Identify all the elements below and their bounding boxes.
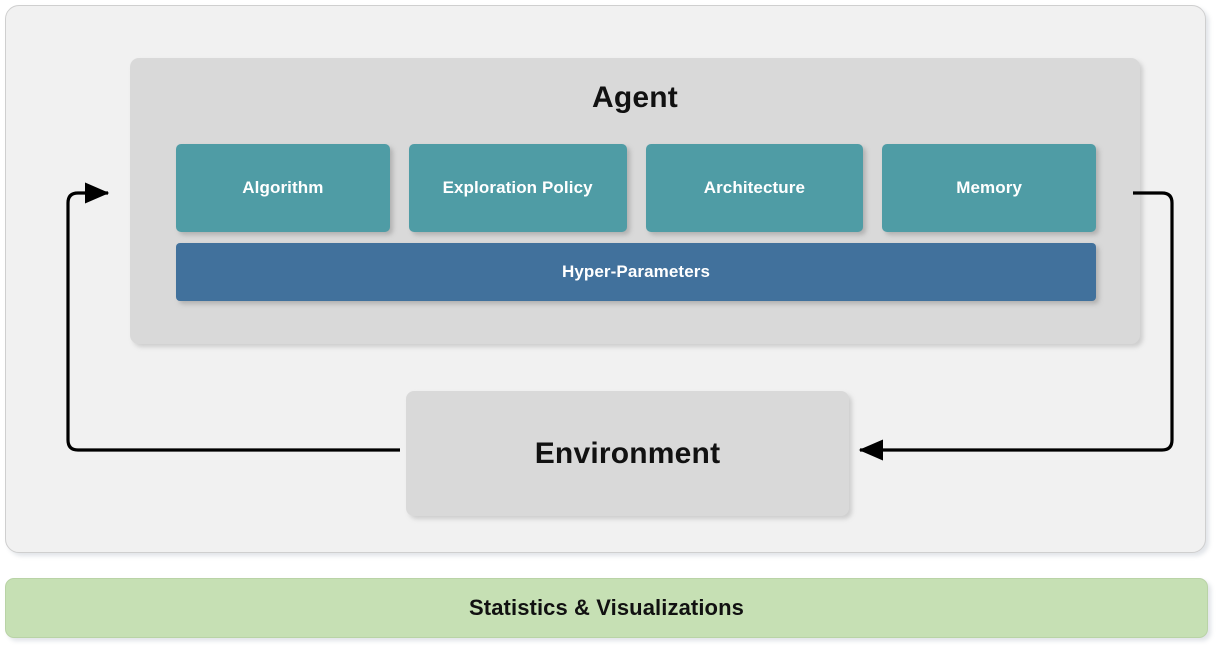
statistics-visualizations-label: Statistics & Visualizations [469, 595, 744, 620]
agent-components-row: Algorithm Exploration Policy Architectur… [176, 144, 1096, 232]
agent-component-exploration-policy[interactable]: Exploration Policy [408, 144, 627, 232]
agent-component-algorithm-label: Algorithm [242, 178, 324, 197]
agent-title: Agent [592, 81, 678, 114]
agent-component-memory-label: Memory [956, 178, 1023, 197]
statistics-visualizations-bar[interactable]: Statistics & Visualizations [5, 578, 1208, 638]
environment-container[interactable]: Environment [406, 391, 849, 516]
environment-label: Environment [534, 436, 721, 470]
agent-component-architecture[interactable]: Architecture [645, 144, 864, 232]
agent-component-exploration-policy-label: Exploration Policy [442, 178, 593, 197]
framework-container: Agent Algorithm Exploration Policy Archi… [5, 5, 1206, 553]
hyper-parameters-bar[interactable]: Hyper-Parameters [176, 243, 1096, 301]
agent-component-architecture-label: Architecture [703, 178, 806, 197]
agent-component-algorithm[interactable]: Algorithm [176, 144, 390, 232]
hyper-parameters-label: Hyper-Parameters [561, 262, 711, 281]
agent-component-memory[interactable]: Memory [882, 144, 1096, 232]
agent-container[interactable]: Agent Algorithm Exploration Policy Archi… [130, 58, 1140, 344]
